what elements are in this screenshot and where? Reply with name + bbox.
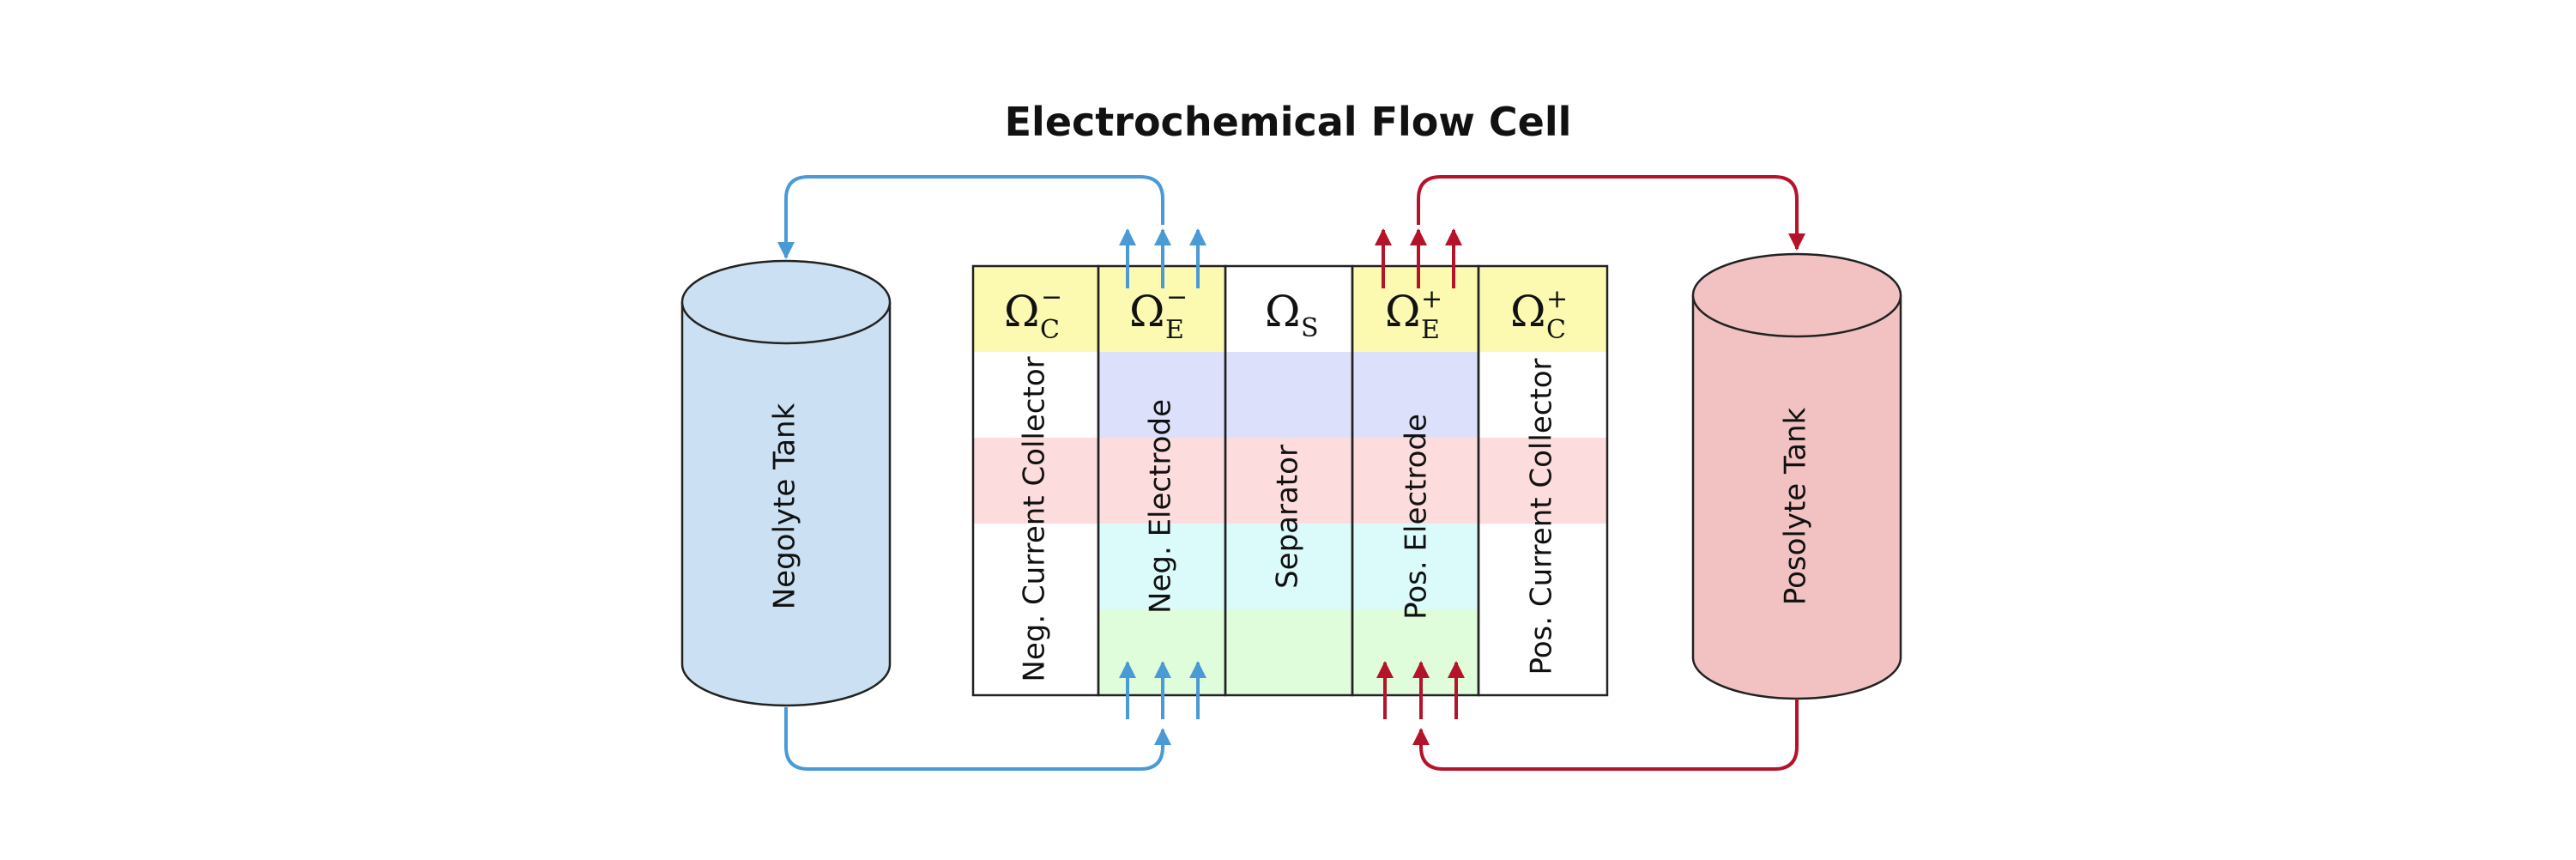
layer-outline-pos-collector: [1477, 264, 1609, 697]
negolyte-tank: Negolyte Tank: [680, 259, 892, 707]
layer-header-separator: Ω S: [1265, 287, 1319, 343]
posolyte-tank: Posolyte Tank: [1691, 252, 1902, 700]
negolyte-tank-label: Negolyte Tank: [768, 403, 802, 609]
layer-header-pos-collector: Ω C +: [1510, 284, 1568, 345]
omega-subscript: E: [1165, 315, 1184, 345]
layer-label-pos-electrode: Pos. Electrode: [1400, 414, 1434, 620]
posolyte-tank-top: [1691, 252, 1902, 338]
electrode-band-cyan: [1098, 524, 1478, 609]
electrode-band-lavender: [1098, 352, 1478, 438]
posolyte-supply-pipe: [1412, 699, 1799, 771]
omega-superscript: −: [1166, 282, 1188, 312]
omega-subscript: E: [1421, 315, 1440, 345]
band-pink: [973, 438, 1607, 524]
layer-label-neg-electrode: Neg. Electrode: [1144, 399, 1178, 614]
omega-superscript: +: [1546, 284, 1568, 314]
layer-label-separator: Separator: [1271, 445, 1305, 589]
layer-label-neg-collector: Neg. Current Collector: [1018, 356, 1052, 681]
omega-symbol: Ω: [1385, 287, 1420, 336]
layer-header-neg-collector: Ω C −: [1004, 282, 1062, 345]
omega-subscript: S: [1301, 313, 1319, 343]
omega-symbol: Ω: [1129, 287, 1164, 336]
posolyte-return-pipe: [1417, 175, 1805, 251]
layer-label-pos-collector: Pos. Current Collector: [1525, 358, 1559, 675]
omega-symbol: Ω: [1510, 287, 1545, 336]
negolyte-return-pipe: [777, 175, 1164, 259]
posolyte-flow: [1375, 175, 1805, 771]
omega-symbol: Ω: [1265, 287, 1300, 336]
omega-superscript: +: [1421, 284, 1442, 314]
diagram-title: Electrochemical Flow Cell: [1005, 99, 1572, 145]
posolyte-tank-label: Posolyte Tank: [1779, 407, 1813, 605]
omega-symbol: Ω: [1004, 287, 1039, 336]
negolyte-flow: [777, 175, 1206, 771]
negolyte-tank-top: [680, 259, 892, 345]
negolyte-supply-pipe: [784, 707, 1171, 771]
layer-header-pos-electrode: Ω E +: [1385, 284, 1442, 345]
omega-subscript: C: [1546, 315, 1566, 345]
cell-stack: [971, 264, 1609, 697]
omega-superscript: −: [1041, 282, 1062, 312]
separator-header: [1225, 266, 1352, 352]
negolyte-tank-body: [680, 302, 892, 707]
omega-subscript: C: [1040, 315, 1060, 345]
layer-header-neg-electrode: Ω E −: [1129, 282, 1188, 345]
